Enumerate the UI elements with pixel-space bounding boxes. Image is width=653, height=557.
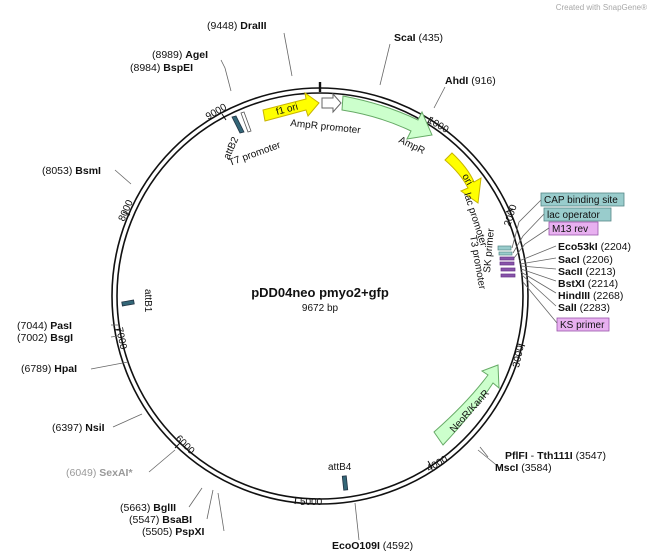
enzyme-sacii[interactable]: SacII (2213) (558, 266, 616, 278)
lac-operator-box[interactable]: lac operator (543, 207, 612, 222)
tick-8000: 8000 (117, 198, 136, 223)
t3-marker[interactable] (499, 261, 515, 266)
enzyme-bspei[interactable]: (8984) BspEI (130, 62, 193, 74)
enzyme-eco53ki[interactable]: Eco53kI (2204) (558, 241, 631, 253)
attb2-marker[interactable] (231, 115, 245, 134)
ampr-arrow[interactable] (341, 95, 433, 140)
enzyme-labels: (9448) DraIII (8989) AgeI (8984) BspEI S… (17, 20, 631, 552)
sk-marker[interactable] (500, 267, 516, 272)
ampr-promoter-label: AmpR promoter (290, 118, 362, 136)
ampr-promoter-arrow[interactable] (321, 92, 342, 114)
enzyme-eco0109i[interactable]: EcoO109I (4592) (332, 540, 413, 552)
tick-marks (113, 113, 526, 505)
enzyme-draiii[interactable]: (9448) DraIII (207, 20, 267, 32)
m13-rev-marker[interactable] (499, 256, 515, 261)
tick-5000: 5000 (300, 497, 323, 508)
enzyme-hindiii[interactable]: HindIII (2268) (558, 290, 623, 302)
ori-label: ori (459, 172, 474, 187)
tick-7000: 7000 (113, 326, 128, 350)
enzyme-bsgi[interactable]: (7002) BsgI (17, 332, 73, 344)
f1-ori-feature[interactable]: f1 ori (262, 91, 320, 122)
enzyme-hpai[interactable]: (6789) HpaI (21, 363, 77, 375)
watermark: Created with SnapGene® (555, 3, 647, 12)
ks-primer-label: KS primer (560, 320, 605, 331)
enzyme-bsmi[interactable]: (8053) BsmI (42, 165, 101, 177)
attb4-label: attB4 (328, 462, 352, 473)
plasmid-name: pDD04neo pmyo2+gfp (251, 285, 389, 300)
neor-arrow[interactable] (433, 364, 500, 446)
ks-marker[interactable] (500, 273, 516, 278)
enzyme-sali[interactable]: SalI (2283) (558, 302, 610, 314)
enzyme-msci[interactable]: MscI (3584) (495, 462, 552, 474)
enzyme-pspxi[interactable]: (5505) PspXI (142, 526, 205, 538)
enzyme-bglii[interactable]: (5663) BglII (120, 502, 176, 514)
t7-promoter-marker[interactable] (240, 111, 252, 133)
enzyme-ahdi[interactable]: AhdI (916) (445, 75, 496, 87)
ks-primer-box[interactable]: KS primer (556, 317, 610, 332)
mcs-markers (497, 245, 516, 278)
enzyme-bstxi[interactable]: BstXI (2214) (558, 278, 618, 290)
sk-primer-label: SK primer (482, 227, 497, 273)
cap-binding-box[interactable]: CAP binding site (540, 192, 625, 207)
enzyme-agei[interactable]: (8989) AgeI (152, 49, 208, 61)
ori-arrow[interactable] (444, 152, 482, 204)
attb1-label: attB1 (142, 289, 153, 313)
enzyme-bsabi[interactable]: (5547) BsaBI (129, 514, 192, 526)
backbone-inner (116, 92, 524, 500)
plasmid-length: 9672 bp (302, 303, 339, 314)
m13-rev-label: M13 rev (552, 224, 588, 235)
cap-site-marker[interactable] (497, 245, 512, 251)
enzyme-scai[interactable]: ScaI (435) (394, 32, 443, 44)
enzyme-pasi[interactable]: (7044) PasI (17, 320, 72, 332)
tick-3000: 3000 (511, 344, 526, 368)
enzyme-sexai[interactable]: (6049) SexAI* (66, 467, 133, 479)
attb4-marker[interactable] (341, 475, 349, 491)
tick-2000: 2000 (502, 203, 519, 228)
enzyme-saci[interactable]: SacI (2206) (558, 254, 613, 266)
enzyme-nsii[interactable]: (6397) NsiI (52, 422, 105, 434)
lac-operator-marker[interactable] (498, 251, 513, 256)
enzyme-pflfi-tth111i[interactable]: PflFI - Tth111I (3547) (505, 450, 606, 462)
m13-rev-box[interactable]: M13 rev (548, 221, 599, 236)
cap-binding-label: CAP binding site (544, 195, 618, 206)
leader-lines (90, 32, 558, 541)
attb1-marker[interactable] (121, 299, 135, 307)
lac-operator-label: lac operator (547, 210, 600, 221)
neor-label: NeoR/KanR (448, 388, 492, 435)
tick-4000: 4000 (425, 454, 450, 475)
f1-ori-arrow[interactable] (262, 91, 320, 122)
